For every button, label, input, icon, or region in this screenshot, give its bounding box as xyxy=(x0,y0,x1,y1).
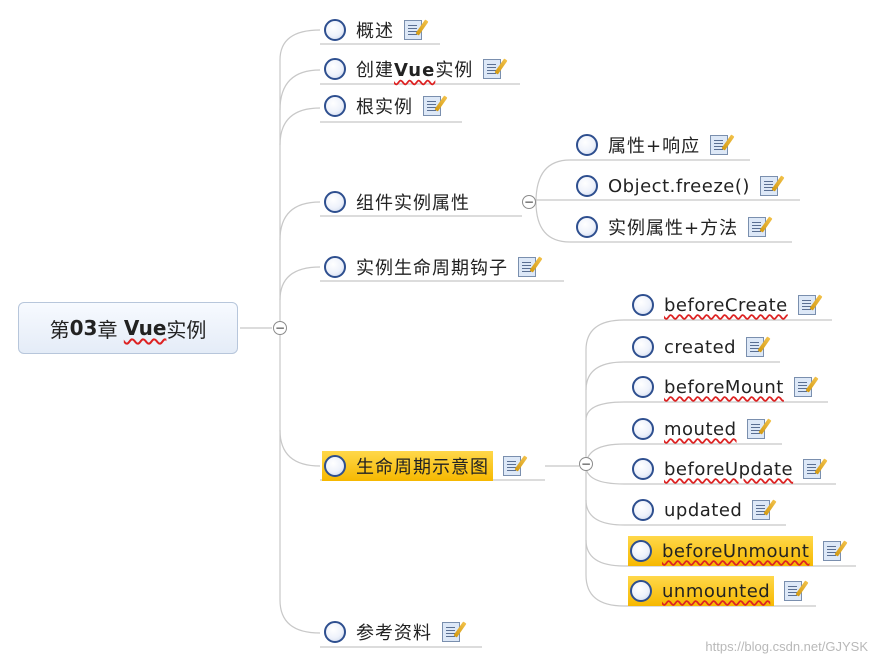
root-collapse-toggle[interactable]: − xyxy=(273,321,287,335)
note-icon[interactable] xyxy=(442,622,460,642)
note-icon[interactable] xyxy=(483,59,502,79)
topic-bullet-icon xyxy=(630,580,652,602)
note-icon[interactable] xyxy=(823,541,842,561)
note-icon[interactable] xyxy=(746,337,765,357)
note-icon[interactable] xyxy=(803,459,822,479)
topic-bullet-icon xyxy=(576,134,598,156)
hook-before-mount[interactable]: beforeMount xyxy=(630,371,812,403)
hook-before-unmount[interactable]: beforeUnmount xyxy=(628,535,842,567)
topic-label: 属性+响应 xyxy=(608,136,701,157)
watermark: https://blog.csdn.net/GJYSK xyxy=(705,639,868,654)
topic-bullet-icon xyxy=(324,95,346,117)
note-icon[interactable] xyxy=(404,20,422,40)
subtopic-object-freeze[interactable]: Object.freeze() xyxy=(574,170,778,202)
topic-overview[interactable]: 概述 xyxy=(322,14,422,46)
root-mid: 章 xyxy=(97,317,124,342)
topic-bullet-icon xyxy=(632,294,654,316)
highlight-box: unmounted xyxy=(628,576,775,606)
topic-label: created xyxy=(664,336,737,358)
note-icon[interactable] xyxy=(793,377,812,397)
hook-updated[interactable]: updated xyxy=(630,494,771,526)
topic-label: beforeMount xyxy=(664,376,784,398)
topic-bullet-icon xyxy=(324,256,346,278)
hook-unmounted[interactable]: unmounted xyxy=(628,575,803,607)
topic-bullet-icon xyxy=(632,336,654,358)
highlight-box: beforeUnmount xyxy=(628,536,814,566)
root-vue: Vue xyxy=(123,316,167,340)
topic-label: 实例属性+方法 xyxy=(608,218,739,239)
note-icon[interactable] xyxy=(752,500,771,520)
topic-bullet-icon xyxy=(324,621,346,643)
topic-label: 根实例 xyxy=(356,97,413,118)
topic-bullet-icon xyxy=(632,499,654,521)
topic-label: beforeUnmount xyxy=(662,540,810,562)
topic-bullet-icon xyxy=(324,19,346,41)
topic-root-instance[interactable]: 根实例 xyxy=(322,90,441,122)
component-collapse-toggle[interactable]: − xyxy=(522,195,536,209)
highlight-box: 生命周期示意图 xyxy=(322,451,493,481)
note-icon[interactable] xyxy=(710,135,729,155)
note-icon[interactable] xyxy=(784,581,803,601)
note-icon[interactable] xyxy=(746,419,765,439)
topic-label: 生命周期示意图 xyxy=(356,457,489,478)
topic-component-instance-properties[interactable]: 组件实例属性 xyxy=(322,186,470,218)
subtopic-properties-reactivity[interactable]: 属性+响应 xyxy=(574,129,729,161)
root-number: 03 xyxy=(69,316,98,340)
topic-bullet-icon xyxy=(632,458,654,480)
topic-label: 实例生命周期钩子 xyxy=(356,258,508,279)
hook-created[interactable]: created xyxy=(630,331,765,363)
topic-bullet-icon xyxy=(632,376,654,398)
topic-label: 概述 xyxy=(356,21,394,42)
topic-bullet-icon xyxy=(632,418,654,440)
topic-label: updated xyxy=(664,499,743,521)
root-suffix: 实例 xyxy=(166,317,207,342)
note-icon[interactable] xyxy=(423,96,441,116)
topic-lifecycle-hooks[interactable]: 实例生命周期钩子 xyxy=(322,251,536,283)
hook-mouted[interactable]: mouted xyxy=(630,413,765,445)
subtopic-instance-properties-methods[interactable]: 实例属性+方法 xyxy=(574,211,767,243)
topic-bullet-icon xyxy=(576,216,598,238)
note-icon[interactable] xyxy=(748,217,767,237)
lifecycle-collapse-toggle[interactable]: − xyxy=(579,457,593,471)
topic-label: mouted xyxy=(664,418,737,440)
topic-label: unmounted xyxy=(662,580,771,602)
topic-label: Object.freeze() xyxy=(608,175,750,197)
topic-label: beforeUpdate xyxy=(664,458,794,480)
topic-lifecycle-diagram[interactable]: 生命周期示意图 xyxy=(322,450,521,482)
note-icon[interactable] xyxy=(797,295,816,315)
hook-before-update[interactable]: beforeUpdate xyxy=(630,453,822,485)
topic-bullet-icon xyxy=(630,540,652,562)
topic-bullet-icon xyxy=(324,191,346,213)
root-prefix: 第 xyxy=(49,317,70,342)
note-icon[interactable] xyxy=(759,176,778,196)
topic-label: 参考资料 xyxy=(356,623,432,644)
note-icon[interactable] xyxy=(518,257,536,277)
topic-references[interactable]: 参考资料 xyxy=(322,616,460,648)
topic-bullet-icon xyxy=(576,175,598,197)
note-icon[interactable] xyxy=(503,456,521,476)
hook-before-create[interactable]: beforeCreate xyxy=(630,289,816,321)
topic-label: beforeCreate xyxy=(664,294,788,316)
topic-bullet-icon xyxy=(324,58,346,80)
topic-label: 创建Vue实例 xyxy=(356,60,474,81)
topic-create-vue-instance[interactable]: 创建Vue实例 xyxy=(322,53,502,85)
topic-label: 组件实例属性 xyxy=(356,193,470,214)
topic-bullet-icon xyxy=(324,455,346,477)
